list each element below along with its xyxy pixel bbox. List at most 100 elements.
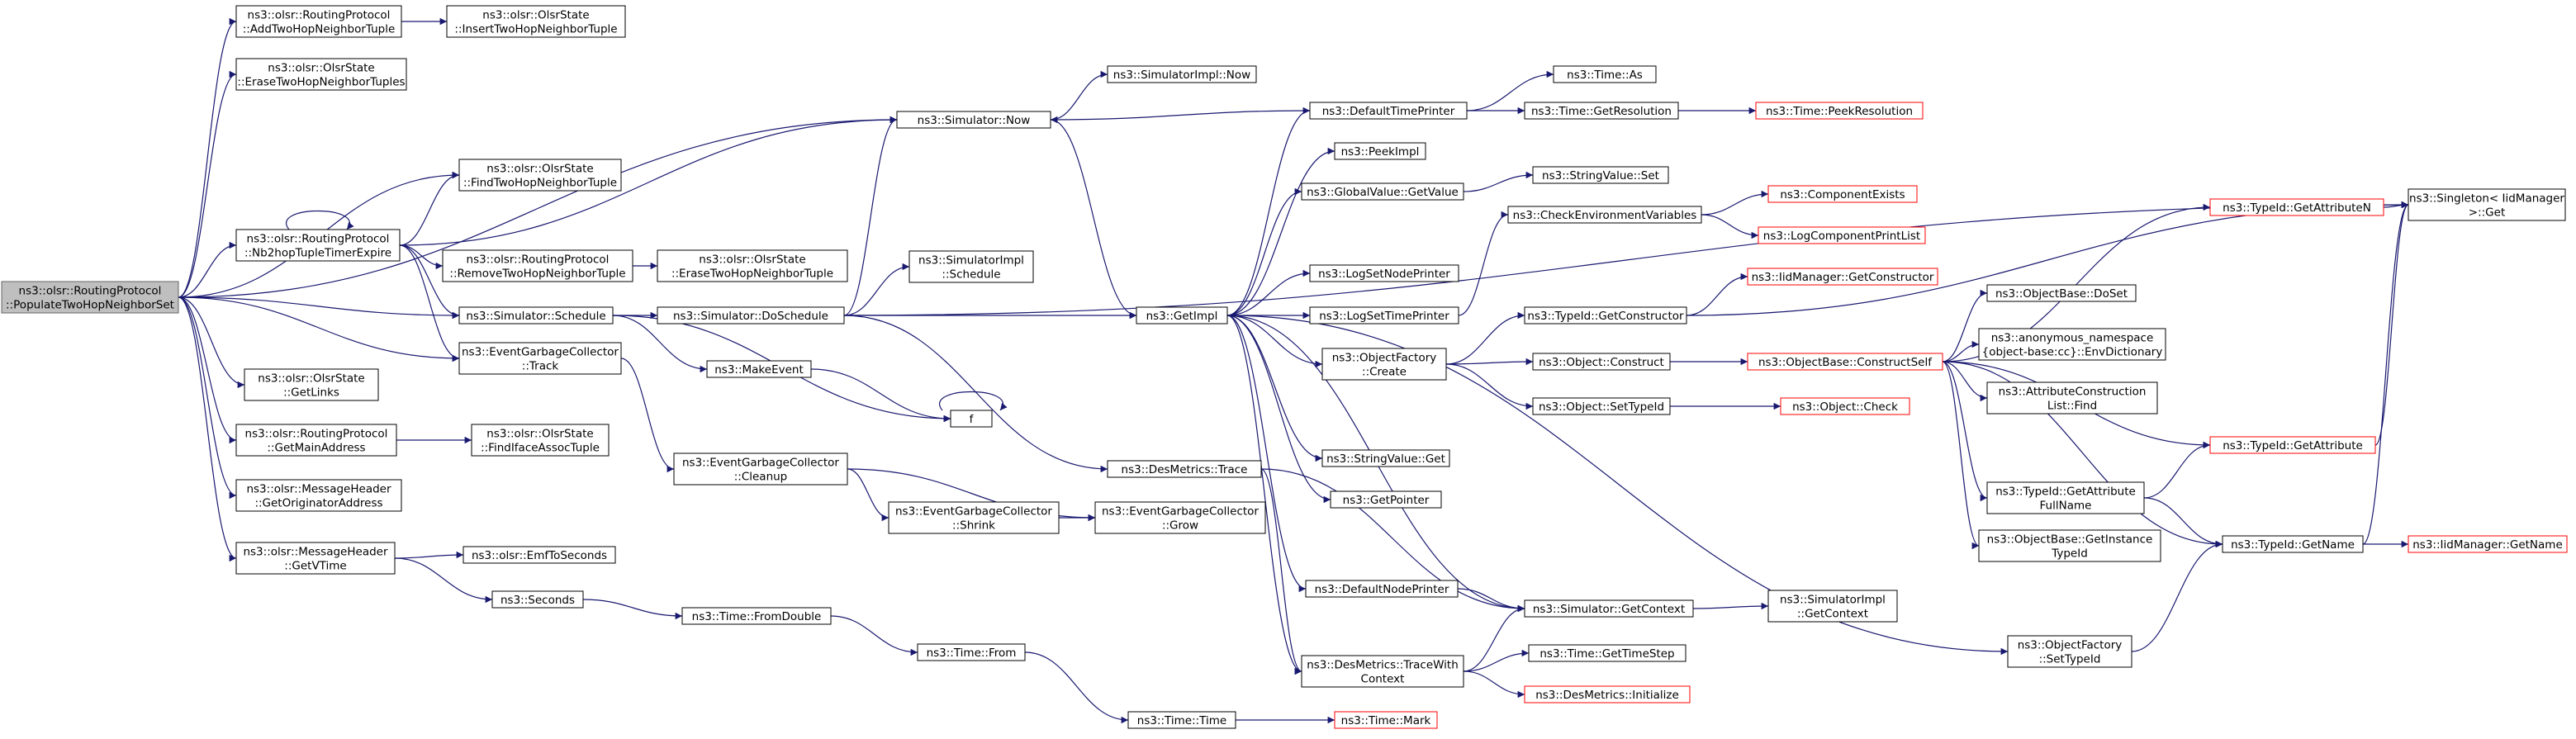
node-deftimeprinter[interactable]: ns3::DefaultTimePrinter [1309, 102, 1468, 120]
node-simimplschedule[interactable]: ns3::SimulatorImpl::Schedule [908, 250, 1034, 283]
edge-destrace-destracectx [1260, 468, 1302, 675]
node-logsettime[interactable]: ns3::LogSetTimePrinter [1309, 306, 1459, 324]
node-label: ns3::ObjectBase::GetInstance [1987, 533, 2153, 547]
node-ofcreate[interactable]: ns3::ObjectFactory::Create [1321, 348, 1447, 381]
node-box [1532, 166, 1669, 184]
node-label: ns3::Seconds [500, 594, 575, 607]
node-timeas[interactable]: ns3::Time::As [1553, 65, 1657, 83]
node-box [1, 281, 179, 314]
node-simimplgetcontext[interactable]: ns3::SimulatorImpl::GetContext [1767, 590, 1898, 623]
node-ofsettypeid[interactable]: ns3::ObjectFactory::SetTypeId [2007, 635, 2132, 668]
node-nb2hop[interactable]: ns3::olsr::RoutingProtocol::Nb2hopTupleT… [235, 229, 401, 262]
node-getimpl[interactable]: ns3::GetImpl [1136, 306, 1228, 324]
node-box [1321, 449, 1450, 467]
edge-schedule-makeevent [612, 315, 708, 373]
node-box [2209, 436, 2376, 454]
node-egctrack[interactable]: ns3::EventGarbageCollector::Track [458, 342, 622, 375]
node-erasetwohops[interactable]: ns3::olsr::OlsrState::EraseTwoHopNeighbo… [235, 58, 407, 91]
node-getpointer[interactable]: ns3::GetPointer [1330, 490, 1442, 509]
node-objcheck[interactable]: ns3::Object::Check [1780, 397, 1910, 415]
node-singletonget[interactable]: ns3::Singleton< IidManager>::Get [2408, 188, 2566, 221]
node-obconstructself[interactable]: ns3::ObjectBase::ConstructSelf [1747, 353, 1943, 371]
node-desinit[interactable]: ns3::DesMetrics::Initialize [1524, 685, 1691, 703]
node-egcgrow[interactable]: ns3::EventGarbageCollector::Grow [1094, 501, 1266, 534]
node-erasetwohop[interactable]: ns3::olsr::OlsrState::EraseTwoHopNeighbo… [657, 249, 848, 282]
node-compexists[interactable]: ns3::ComponentExists [1767, 185, 1918, 203]
node-box [908, 250, 1034, 283]
node-emftosec[interactable]: ns3::olsr::EmfToSeconds [463, 546, 616, 564]
node-label: ns3::ComponentExists [1780, 188, 1905, 201]
node-box [1334, 711, 1438, 729]
node-simnow[interactable]: ns3::Simulator::Now [896, 111, 1051, 129]
edge-fromdouble-from [830, 615, 918, 656]
node-defnodeprinter[interactable]: ns3::DefaultNodePrinter [1305, 580, 1459, 598]
node-from[interactable]: ns3::Time::From [917, 643, 1026, 661]
node-label: ns3::GetImpl [1146, 310, 1218, 323]
node-tidgetattrn[interactable]: ns3::TypeId::GetAttributeN [2209, 198, 2384, 216]
node-egccleanup[interactable]: ns3::EventGarbageCollector::Cleanup [673, 452, 848, 486]
node-simgetcontext[interactable]: ns3::Simulator::GetContext [1524, 599, 1694, 618]
edge-from-time [1024, 651, 1129, 724]
node-gvgetvalue[interactable]: ns3::GlobalValue::GetValue [1301, 182, 1464, 201]
node-removetwohop[interactable]: ns3::olsr::RoutingProtocol::RemoveTwoHop… [442, 249, 633, 282]
node-getmainaddr[interactable]: ns3::olsr::RoutingProtocol::GetMainAddre… [235, 424, 397, 457]
node-schedule[interactable]: ns3::Simulator::Schedule [458, 306, 614, 324]
node-logsetnode[interactable]: ns3::LogSetNodePrinter [1309, 264, 1459, 282]
node-box [1780, 397, 1910, 415]
edge-destracectx-simgetcontext [1463, 604, 1525, 672]
node-timepeekres[interactable]: ns3::Time::PeekResolution [1755, 102, 1924, 120]
node-fromdouble[interactable]: ns3::Time::FromDouble [681, 607, 832, 625]
node-findiface[interactable]: ns3::olsr::OlsrState::FindIfaceAssocTupl… [471, 424, 610, 457]
node-timegetres[interactable]: ns3::Time::GetResolution [1524, 102, 1679, 120]
node-makeevent[interactable]: ns3::MakeEvent [706, 360, 812, 378]
node-logcompprint[interactable]: ns3::LogComponentPrintList [1758, 226, 1926, 244]
node-peekimpl[interactable]: ns3::PeekImpl [1334, 142, 1426, 160]
node-mark[interactable]: ns3::Time::Mark [1334, 711, 1438, 729]
node-svset[interactable]: ns3::StringValue::Set [1532, 166, 1669, 184]
node-obdoset[interactable]: ns3::ObjectBase::DoSet [1986, 284, 2137, 302]
node-objsettypeid[interactable]: ns3::Object::SetTypeId [1532, 397, 1671, 415]
node-envdict[interactable]: ns3::anonymous_namespace{object-base:cc}… [1978, 328, 2166, 361]
node-label: ns3::DefaultTimePrinter [1322, 105, 1455, 118]
node-getlinks[interactable]: ns3::olsr::OlsrState::GetLinks [244, 368, 379, 401]
node-f[interactable]: f [950, 410, 993, 428]
node-box [1986, 381, 2158, 415]
node-box [458, 306, 614, 324]
node-getvtime[interactable]: ns3::olsr::MessageHeader::GetVTime [235, 542, 396, 575]
node-label: ::GetVTime [284, 560, 346, 573]
node-tidgetattr[interactable]: ns3::TypeId::GetAttribute [2209, 436, 2376, 454]
node-getorig[interactable]: ns3::olsr::MessageHeader::GetOriginatorA… [235, 479, 402, 512]
node-label: {object-base:cc}::EnvDictionary [1982, 346, 2163, 359]
edge-root-getlinks [178, 296, 245, 389]
node-timegetstep[interactable]: ns3::Time::GetTimeStep [1528, 644, 1686, 662]
node-egcshrink[interactable]: ns3::EventGarbageCollector::Shrink [888, 501, 1060, 534]
node-objconstruct[interactable]: ns3::Object::Construct [1532, 353, 1671, 371]
node-doschedule[interactable]: ns3::Simulator::DoSchedule [657, 306, 845, 324]
node-svget[interactable]: ns3::StringValue::Get [1321, 449, 1450, 467]
node-inserttwohop[interactable]: ns3::olsr::OlsrState::InsertTwoHopNeighb… [446, 5, 626, 38]
node-seconds[interactable]: ns3::Seconds [491, 590, 584, 609]
edge-root-nb2hop [178, 241, 237, 298]
node-label: ::AddTwoHopNeighborTuple [243, 23, 396, 36]
node-label: ns3::EventGarbageCollector [895, 505, 1052, 519]
node-simimplnow[interactable]: ns3::SimulatorImpl::Now [1107, 65, 1257, 83]
node-addtwohop[interactable]: ns3::olsr::RoutingProtocol::AddTwoHopNei… [235, 5, 402, 38]
node-tidgetname[interactable]: ns3::TypeId::GetName [2222, 535, 2364, 553]
node-label: ::GetOriginatorAddress [254, 497, 382, 510]
node-label: ns3::StringValue::Get [1326, 452, 1445, 466]
node-findtwohop[interactable]: ns3::olsr::OlsrState::FindTwoHopNeighbor… [458, 159, 622, 192]
node-iidmgetname[interactable]: ns3::IidManager::GetName [2408, 535, 2568, 553]
node-checkenv[interactable]: ns3::CheckEnvironmentVariables [1507, 206, 1702, 224]
node-tidgetctor[interactable]: ns3::TypeId::GetConstructor [1524, 306, 1687, 324]
node-box [2209, 198, 2384, 216]
node-time[interactable]: ns3::Time::Time [1127, 711, 1236, 729]
node-destrace[interactable]: ns3::DesMetrics::Trace [1107, 460, 1262, 478]
edge-doschedule-simnow [843, 116, 898, 316]
node-iidmgetctor[interactable]: ns3::IidManager::GetConstructor [1747, 268, 1938, 286]
node-box [1334, 142, 1426, 160]
node-root[interactable]: ns3::olsr::RoutingProtocol::PopulateTwoH… [1, 281, 179, 314]
